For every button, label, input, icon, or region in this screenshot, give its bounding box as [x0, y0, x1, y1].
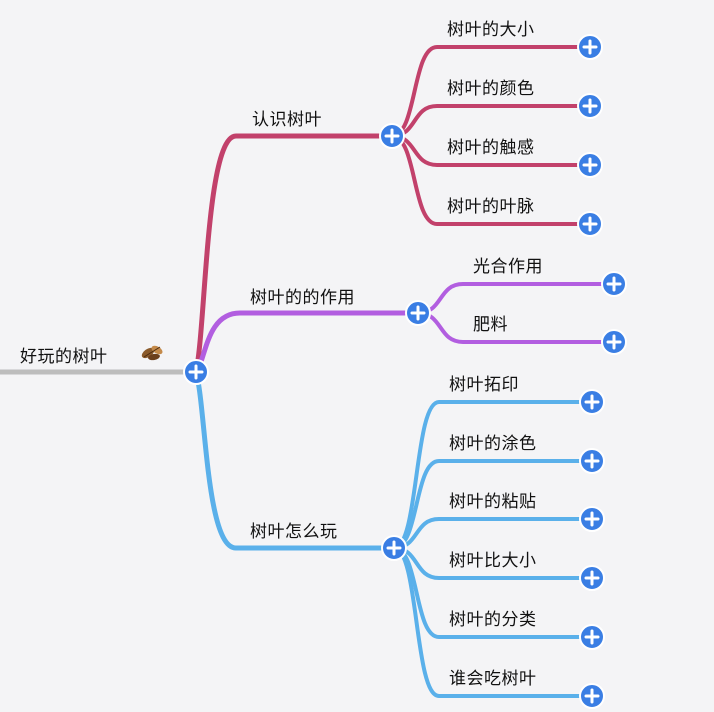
leaf-topic[interactable]: 光合作用: [473, 257, 543, 277]
leaf-connector: [416, 282, 616, 315]
expand-button[interactable]: [577, 152, 603, 178]
leaf-connector: [390, 104, 592, 138]
leaf-topic[interactable]: 树叶的叶脉: [447, 197, 535, 217]
expand-button[interactable]: [579, 389, 605, 415]
leaf-topic[interactable]: 树叶的粘贴: [449, 492, 537, 512]
branch-topic-1[interactable]: 树叶的的作用: [250, 288, 355, 308]
leaf-topic[interactable]: 树叶的分类: [449, 610, 537, 630]
leaf-topic[interactable]: 树叶比大小: [449, 551, 537, 571]
branch-expand-button[interactable]: [405, 300, 431, 326]
leaf-topic[interactable]: 树叶的颜色: [447, 79, 535, 99]
branch-connector-0: [193, 133, 395, 375]
expand-button[interactable]: [579, 448, 605, 474]
branch-expand-button[interactable]: [381, 535, 407, 561]
leaf-icon: [141, 345, 163, 361]
branch-expand-button[interactable]: [379, 123, 405, 149]
expand-button[interactable]: [601, 271, 627, 297]
expand-button[interactable]: [601, 329, 627, 355]
expand-button[interactable]: [579, 565, 605, 591]
branch-connector-1: [193, 310, 421, 375]
leaf-topic[interactable]: 树叶的触感: [447, 138, 535, 158]
expand-button[interactable]: [579, 506, 605, 532]
expand-buttons: [183, 34, 627, 709]
leaf-topic[interactable]: 树叶拓印: [449, 375, 519, 395]
leaf-connector: [416, 311, 616, 344]
expand-button[interactable]: [579, 624, 605, 650]
leaf-connector: [392, 517, 594, 550]
expand-button[interactable]: [577, 34, 603, 60]
expand-button[interactable]: [577, 211, 603, 237]
expand-button[interactable]: [577, 93, 603, 119]
branch-connector-2: [193, 369, 397, 551]
branch-topic-0[interactable]: 认识树叶: [252, 110, 322, 130]
branch-topic-2[interactable]: 树叶怎么玩: [250, 522, 338, 542]
leaf-topic[interactable]: 树叶的大小: [447, 20, 535, 40]
leaf-topic[interactable]: 肥料: [473, 315, 508, 335]
leaf-topic[interactable]: 谁会吃树叶: [449, 669, 537, 689]
expand-button[interactable]: [579, 683, 605, 709]
root-topic[interactable]: 好玩的树叶: [20, 347, 108, 367]
root-expand-button[interactable]: [183, 359, 209, 385]
leaf-topic[interactable]: 树叶的涂色: [449, 434, 537, 454]
